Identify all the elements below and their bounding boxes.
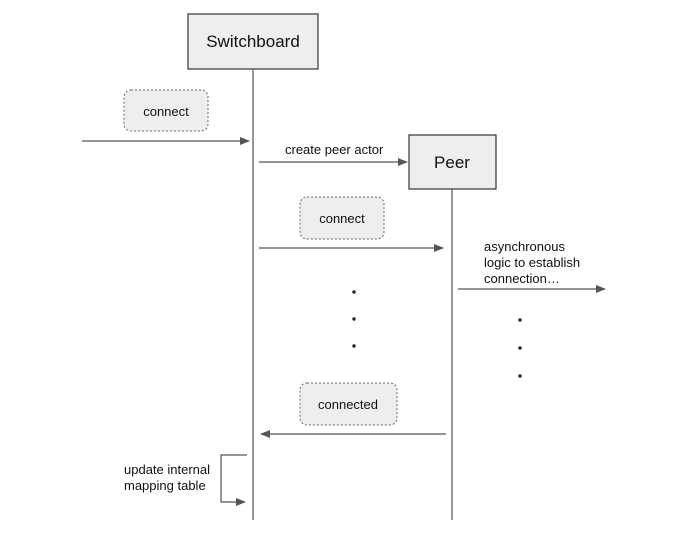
update-mapping-note: update internal mapping table (124, 462, 210, 493)
switchboard-box (187, 13, 319, 70)
create-peer-actor-label: create peer actor (285, 142, 384, 157)
update-note-line-2: mapping table (124, 478, 206, 493)
ellipsis-dot (518, 374, 522, 378)
async-note-line-1: asynchronous (484, 239, 565, 254)
connect-to-peer-label: connect (319, 211, 365, 226)
ellipsis-dots-center (352, 290, 356, 348)
connected-message-label: connected (318, 397, 378, 412)
connect-message-to-peer: connect (299, 196, 385, 240)
connected-message-box (299, 382, 398, 426)
update-mapping-self-arrow (220, 454, 247, 506)
peer-label: Peer (434, 153, 470, 172)
ellipsis-dot (352, 317, 356, 321)
connect-to-peer-box (299, 196, 385, 240)
connected-message: connected (299, 382, 398, 426)
peer-box (408, 134, 497, 190)
peer-actor: Peer (408, 134, 497, 190)
connect-message-incoming: connect (123, 89, 209, 132)
async-note: asynchronous logic to establish connecti… (484, 239, 580, 286)
switchboard-actor: Switchboard (187, 13, 319, 70)
async-note-line-2: logic to establish (484, 255, 580, 270)
update-note-line-1: update internal (124, 462, 210, 477)
ellipsis-dots-right (518, 318, 522, 378)
ellipsis-dot (518, 318, 522, 322)
connect-message-label: connect (143, 104, 189, 119)
switchboard-label: Switchboard (206, 32, 300, 51)
ellipsis-dot (352, 344, 356, 348)
ellipsis-dot (518, 346, 522, 350)
ellipsis-dot (352, 290, 356, 294)
async-note-line-3: connection… (484, 271, 560, 286)
connect-message-box (123, 89, 209, 132)
